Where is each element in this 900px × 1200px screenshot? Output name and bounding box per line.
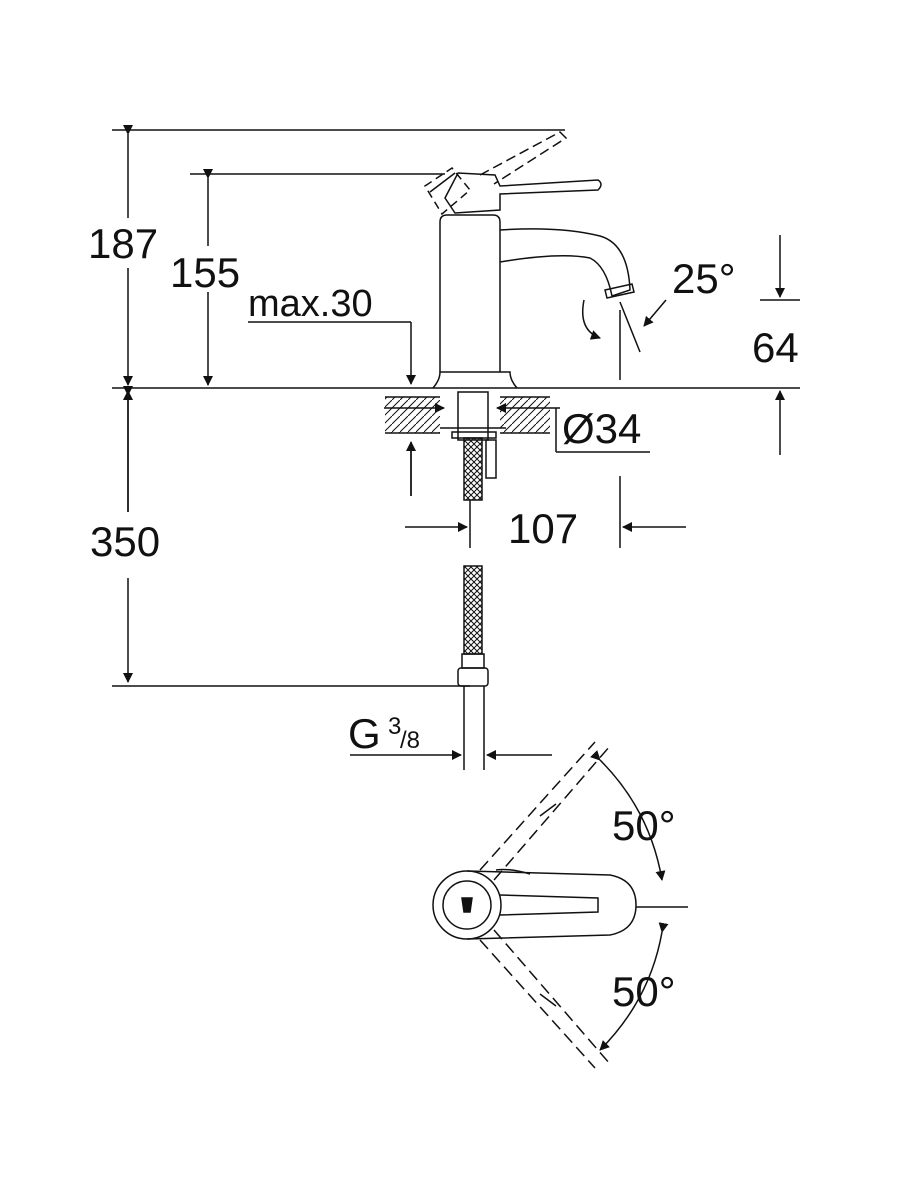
top-view (432, 741, 688, 1069)
label-thread-g: G (348, 710, 381, 757)
label-187: 187 (88, 220, 158, 267)
dimension-350 (112, 386, 470, 687)
label-64: 64 (752, 324, 799, 371)
label-107: 107 (508, 505, 578, 552)
label-25-degrees: 25° (672, 255, 736, 302)
deck-section (385, 396, 550, 434)
dimension-107 (405, 310, 686, 548)
label-155: 155 (170, 249, 240, 296)
label-350: 350 (90, 518, 160, 565)
label-thread-den: /8 (400, 727, 420, 754)
hose-lower (457, 565, 489, 770)
label-50-degrees-down: 50° (612, 968, 676, 1015)
faucet-body (423, 131, 635, 501)
angle-25-marker (582, 299, 667, 353)
label-thread-num: 3 (388, 713, 401, 740)
dimension-187 (112, 125, 565, 386)
dimension-max-30 (248, 321, 416, 496)
label-d34: Ø34 (562, 405, 641, 452)
dimension-155 (190, 169, 445, 386)
label-50-degrees-up: 50° (612, 802, 676, 849)
dimension-64 (760, 235, 800, 455)
label-max-30: max.30 (248, 283, 373, 325)
